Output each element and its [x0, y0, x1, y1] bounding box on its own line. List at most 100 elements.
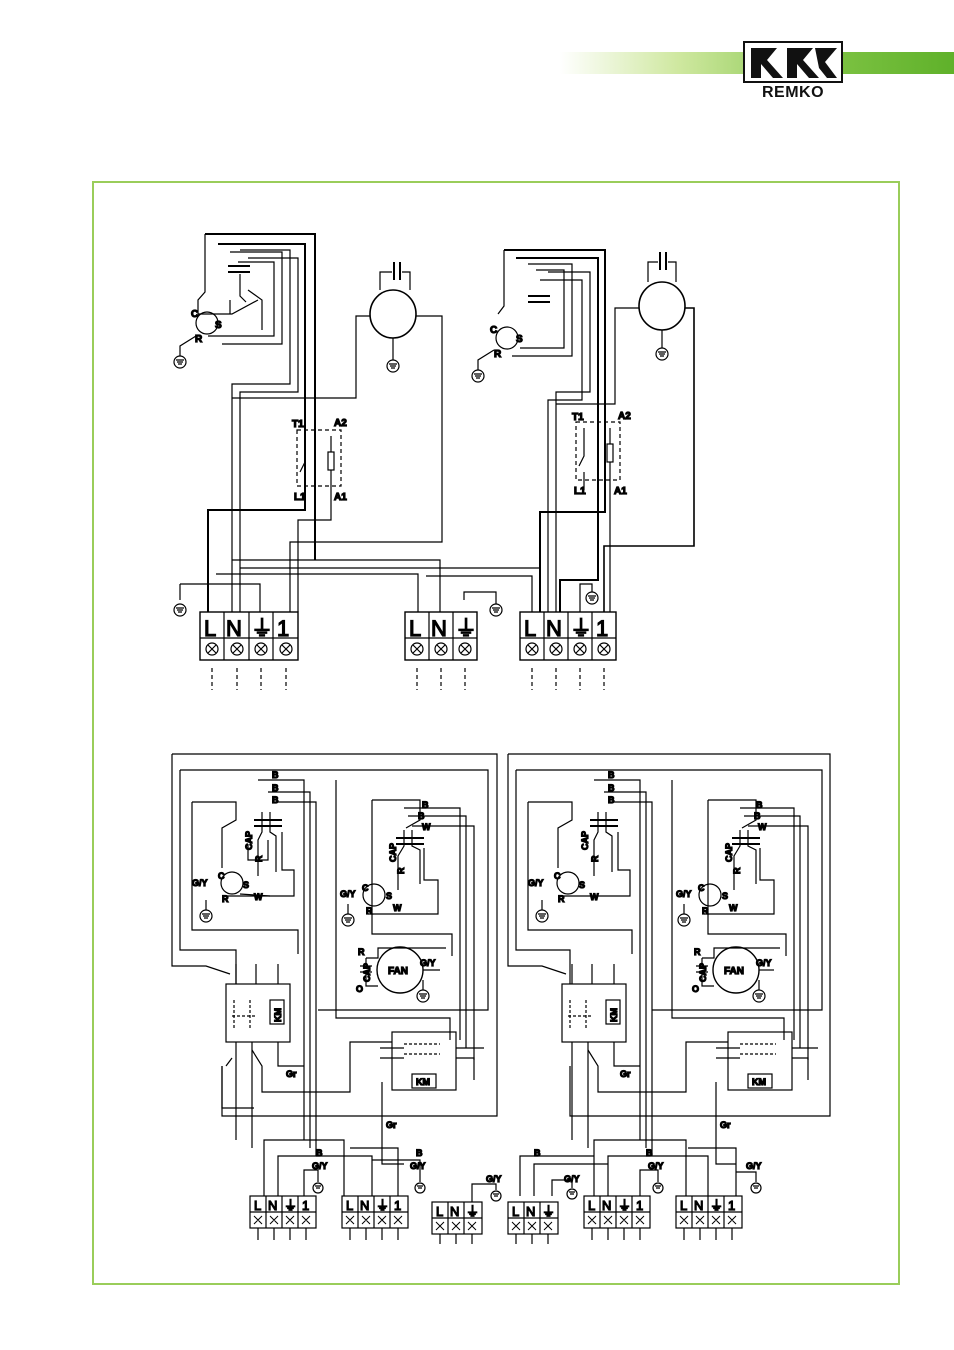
remko-logo-mark-icon	[743, 41, 843, 83]
l-w3: W	[393, 903, 402, 913]
r-fan: FAN	[724, 966, 744, 977]
relay-b-a2: A2	[618, 411, 631, 422]
comp-a-r: R	[195, 334, 203, 345]
ground-symbol-icon	[416, 989, 430, 1003]
l-fan-o: O	[356, 984, 363, 994]
terminal-strip-a: L N ⏚ 1	[199, 611, 299, 690]
s5-l: L	[588, 1198, 595, 1213]
l-gy1: G/Y	[192, 878, 208, 888]
diagram-frame	[92, 181, 900, 1285]
s6-pe: ⏚	[710, 1198, 723, 1213]
r-b5: B	[754, 811, 761, 821]
l-gy2: G/Y	[340, 889, 356, 899]
ground-symbol-icon	[173, 603, 187, 617]
r-gy3: G/Y	[564, 1174, 580, 1184]
r-fan-o: O	[692, 984, 699, 994]
r-s1: S	[579, 880, 585, 890]
r-b7: B	[646, 1148, 653, 1158]
r-gr1: Gr	[620, 1069, 631, 1079]
comp-b-c: C	[490, 325, 497, 336]
r-fan-gy: G/Y	[756, 958, 772, 968]
strip-c-n: N	[546, 616, 562, 641]
ground-symbol-icon	[341, 913, 355, 927]
r-cap1: CAP	[580, 831, 590, 850]
r-b4: B	[756, 800, 763, 810]
l-fan-r: R	[358, 947, 365, 957]
strip-c-1: 1	[596, 616, 608, 641]
l-fan-cap: CAP	[362, 963, 372, 982]
l-r1: R	[254, 855, 264, 862]
r-r1: R	[590, 855, 600, 862]
s3-l: L	[436, 1204, 443, 1219]
ground-symbol-icon	[566, 1188, 578, 1200]
r-c1: C	[554, 871, 561, 881]
r-rr2: R	[702, 906, 709, 916]
r-w1: W	[590, 892, 599, 902]
l-s2: S	[386, 891, 392, 901]
strip-b-pe: ⏚	[455, 616, 477, 641]
r-rr1: R	[558, 894, 565, 904]
compressor-a: C S R	[173, 233, 316, 612]
l-rr1: R	[222, 894, 229, 904]
ground-symbol-icon	[655, 347, 669, 361]
strip-a-pe: ⏚	[251, 616, 273, 641]
s6-n: N	[694, 1198, 703, 1213]
comp-a-c: C	[191, 309, 198, 320]
comp-b-s: S	[516, 334, 523, 345]
l-c1: C	[218, 871, 225, 881]
l-km1: KM	[273, 1008, 283, 1022]
l-gy4: G/Y	[410, 1161, 426, 1171]
l-b5: B	[418, 811, 425, 821]
l-b2: B	[272, 783, 279, 793]
strip-a-1: 1	[277, 616, 289, 641]
s6-1: 1	[728, 1198, 735, 1213]
ground-symbol-icon	[585, 591, 599, 605]
screw-terminal-icon	[253, 1215, 737, 1231]
strip-b-l: L	[409, 616, 421, 641]
s1-n: N	[268, 1198, 277, 1213]
r-w3: W	[729, 903, 738, 913]
s1-l: L	[254, 1198, 261, 1213]
ground-symbol-icon	[535, 909, 549, 923]
ground-symbol-icon	[677, 913, 691, 927]
relay-b: T1 A2 L1 A1	[571, 410, 632, 612]
ground-symbol-icon	[386, 359, 400, 373]
s1-1: 1	[302, 1198, 309, 1213]
r-gy2: G/Y	[676, 889, 692, 899]
l-b6: B	[316, 1148, 323, 1158]
l-s1: S	[243, 880, 249, 890]
l-w2: W	[422, 822, 431, 832]
r-c2: C	[698, 883, 705, 893]
l-rr2: R	[366, 906, 373, 916]
l-r2: R	[396, 867, 406, 874]
r-b2: B	[608, 783, 615, 793]
s2-1: 1	[394, 1198, 401, 1213]
ground-symbol-icon	[471, 369, 485, 383]
r-r2: R	[732, 867, 742, 874]
strip-c-l: L	[524, 616, 536, 641]
l-gr1: Gr	[286, 1069, 297, 1079]
r-cap2: CAP	[724, 843, 734, 862]
terminal-strip-c: L N ⏚ 1	[519, 611, 617, 690]
s2-n: N	[360, 1198, 369, 1213]
l-fan-gy: G/Y	[420, 958, 436, 968]
ground-symbol-icon	[490, 1190, 502, 1202]
comp-b-r: R	[494, 349, 502, 360]
mid-gy: G/Y	[486, 1174, 502, 1184]
l-gr2: Gr	[386, 1120, 397, 1130]
compressor-b: C S R	[471, 249, 606, 612]
s3-pe: ⏚	[466, 1204, 479, 1219]
strip-a-n: N	[226, 616, 242, 641]
l-b3: B	[272, 795, 279, 805]
bottom-right-wiring: B B B CAP R G/Y C S R W B B W CAP R	[507, 753, 831, 1200]
comp-a-s: S	[215, 320, 222, 331]
r-fan-r: R	[694, 947, 701, 957]
strip-b-n: N	[431, 616, 447, 641]
relay-a-l1: L1	[294, 492, 306, 503]
r-w2: W	[758, 822, 767, 832]
strip-a-l: L	[204, 616, 216, 641]
relay-b-l1: L1	[574, 486, 586, 497]
l-w1: W	[254, 892, 263, 902]
r-b1: B	[608, 770, 615, 780]
